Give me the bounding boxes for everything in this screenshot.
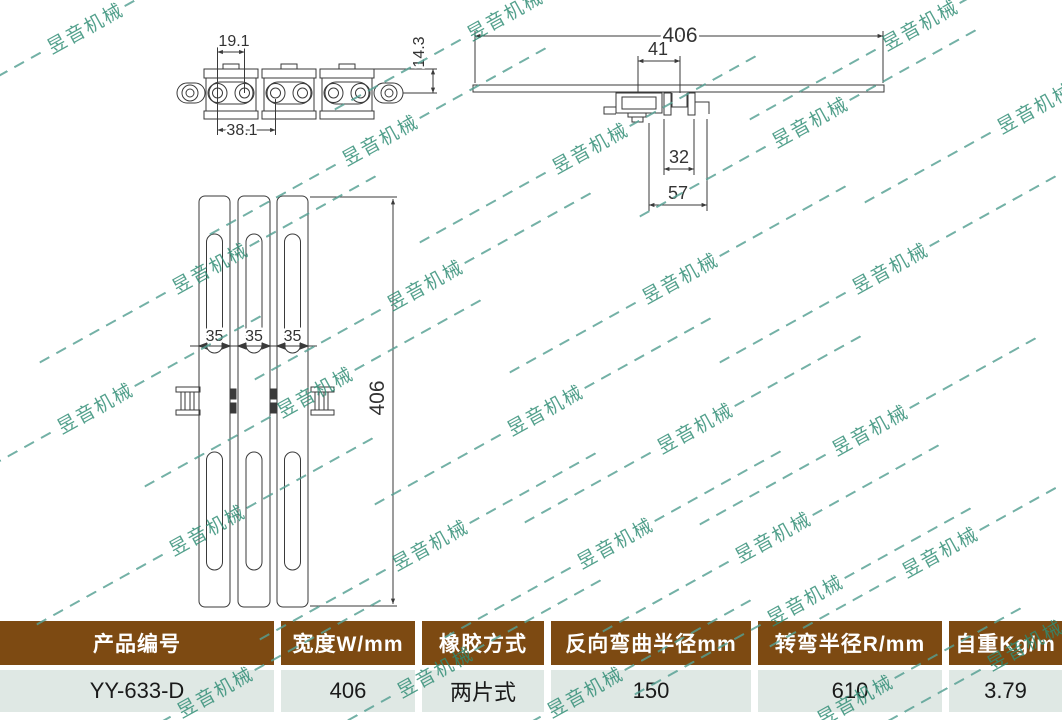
dim-label-length: 406 [366,380,389,415]
end-link [176,82,206,104]
end-roller [380,84,398,102]
technical-drawing: 19.1 38.1 14.3 406 41 [175,22,885,608]
chain-top-view: 35 35 35 [175,195,397,608]
cell-turning-radius: 610 [758,670,942,712]
roller [350,83,371,103]
col-header-width: 宽度W/mm [281,621,415,665]
chain-side-view: 19.1 38.1 14.3 [176,31,437,142]
pin [230,402,237,414]
cell-backflex-radius: 150 [551,670,751,712]
col-header-turning-radius: 转弯半径R/mm [758,621,942,665]
dim-label-chain-pitch: 38.1 [226,122,257,139]
roller [292,83,313,103]
dim-label-plate-width: 35 [245,328,263,345]
cell-rubber-type: 两片式 [422,670,544,712]
chain-block [261,63,317,120]
col-header-product-code: 产品编号 [0,621,274,665]
cell-weight: 3.79 [949,670,1062,712]
plate [198,195,231,608]
pin [270,388,277,400]
chain-block [203,63,259,120]
chain-cross-section: 406 41 32 [472,22,885,211]
slot [284,451,301,571]
bolt [627,112,647,118]
spec-table-header-row: 产品编号 宽度W/mm 橡胶方式 反向弯曲半径mm 转弯半径R/mm 自重Kg/… [0,621,1062,665]
cell-product-code: YY-633-D [0,670,274,712]
col-header-weight: 自重Kg/m [949,621,1062,665]
side-attachment [310,386,335,416]
end-link [373,82,404,104]
plate [276,195,309,608]
cell-width: 406 [281,670,415,712]
slot [206,451,223,571]
watermark-dash [413,712,547,720]
dim-label-height: 14.3 [411,36,428,67]
spec-table-data-row: YY-633-D 406 两片式 150 610 3.79 [0,670,1062,712]
side-attachment [175,386,201,416]
dim-label-attach-top: 41 [648,39,668,59]
spec-table: 产品编号 宽度W/mm 橡胶方式 反向弯曲半径mm 转弯半径R/mm 自重Kg/… [0,621,1062,712]
dim-label-overall-width: 406 [662,24,697,47]
pin [270,402,277,414]
chain-block [319,63,375,120]
slot [245,451,263,571]
end-roller [181,84,199,102]
plate [237,195,271,608]
col-header-backflex-radius: 反向弯曲半径mm [551,621,751,665]
dim-label-outer-width: 57 [668,183,688,203]
dim-label-plate-width: 35 [284,328,302,345]
dim-label-plate-width: 35 [206,328,224,345]
col-header-rubber-type: 橡胶方式 [422,621,544,665]
dim-label-roller-pitch: 19.1 [218,33,249,50]
pin [230,388,237,400]
attachment-assembly [603,92,710,123]
top-plate [472,84,885,93]
dim-label-inner-width: 32 [669,147,689,167]
watermark-dash [43,712,177,720]
roller [323,83,344,103]
